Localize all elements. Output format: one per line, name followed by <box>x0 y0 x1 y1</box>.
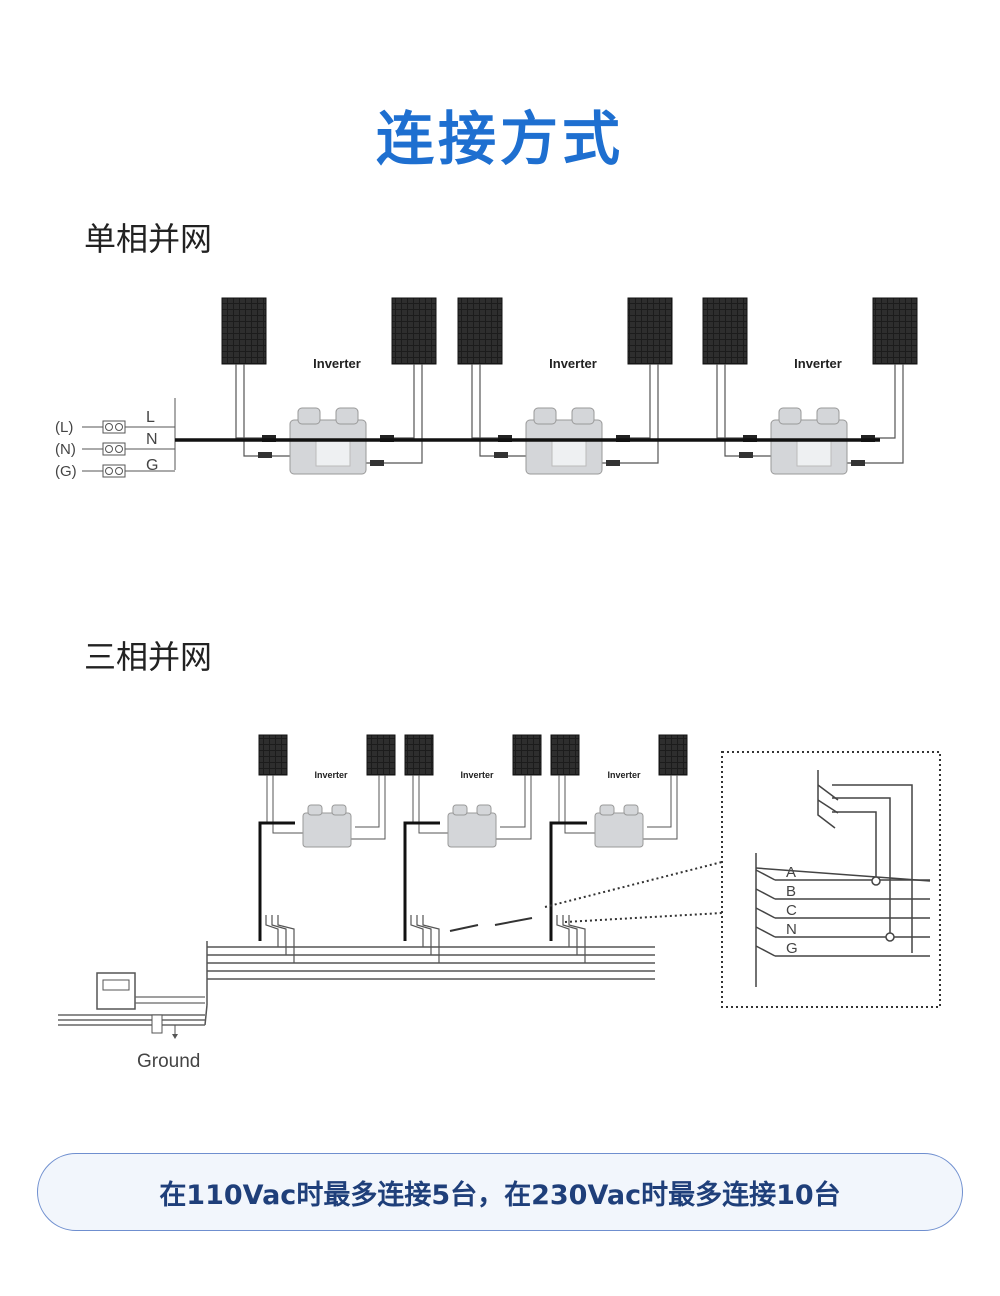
solar-panel <box>872 297 918 365</box>
ground-label: Ground <box>137 1051 200 1072</box>
solar-panel <box>404 734 434 776</box>
grid-terminals: (L) L (N) N (G) G <box>55 398 176 480</box>
inverter-label: Inverter <box>549 356 597 371</box>
terminal-l-letter: L <box>146 409 155 426</box>
inverter-body <box>302 812 352 848</box>
line-label-a: A <box>786 864 796 881</box>
terminal-g-prefix: (G) <box>55 463 77 480</box>
inverter-body <box>447 812 497 848</box>
three-phase-title: 三相并网 <box>84 638 213 676</box>
terminal-n: (N) N <box>55 431 175 458</box>
single-phase-title: 单相并网 <box>84 220 213 258</box>
terminal-n-letter: N <box>146 431 158 448</box>
meter-box <box>58 972 205 1039</box>
single-phase-unit: Inverter <box>221 297 437 475</box>
inverter-body <box>594 812 644 848</box>
terminal-g-letter: G <box>146 457 158 474</box>
solar-panel <box>702 297 748 365</box>
three-phase-unit: Inverter <box>549 734 688 963</box>
inverter-label: Inverter <box>460 770 494 780</box>
terminal-l-prefix: (L) <box>55 419 73 436</box>
solar-panel <box>627 297 673 365</box>
solar-panel <box>658 734 688 776</box>
solar-panel <box>391 297 437 365</box>
solar-panel <box>457 297 503 365</box>
page-title: 连接方式 <box>375 105 624 173</box>
continuation-dashes <box>449 917 533 932</box>
three-phase-diagram: Inverter Inverter Inverter Ground <box>58 734 941 1072</box>
line-label-b: B <box>786 883 796 900</box>
inverter-label: Inverter <box>607 770 641 780</box>
terminal-g: (G) G <box>55 457 175 480</box>
line-label-n: N <box>786 921 797 938</box>
line-label-c: C <box>786 902 797 919</box>
solar-panel <box>550 734 580 776</box>
solar-panel <box>221 297 267 365</box>
wiring-detail-inset: A B C N G <box>721 751 941 1008</box>
three-phase-bus <box>204 941 655 1026</box>
three-phase-unit: Inverter <box>258 734 396 963</box>
single-phase-unit: Inverter <box>457 297 673 475</box>
note-box: 在110Vac时最多连接5台，在230Vac时最多连接10台 <box>37 1153 963 1231</box>
solar-panel <box>366 734 396 776</box>
single-phase-unit: Inverter <box>702 297 918 475</box>
solar-panel <box>512 734 542 776</box>
inverter-label: Inverter <box>794 356 842 371</box>
note-text: 在110Vac时最多连接5台，在230Vac时最多连接10台 <box>159 1179 841 1211</box>
single-phase-diagram: Inverter Inverter Inverter (L) L (N) N (G) <box>55 297 918 480</box>
solar-panel <box>258 734 288 776</box>
inverter-label: Inverter <box>314 770 348 780</box>
terminal-l: (L) L <box>55 409 175 436</box>
inverter-label: Inverter <box>313 356 361 371</box>
three-phase-unit: Inverter <box>403 734 542 963</box>
terminal-n-prefix: (N) <box>55 441 76 458</box>
line-label-g: G <box>786 940 798 957</box>
